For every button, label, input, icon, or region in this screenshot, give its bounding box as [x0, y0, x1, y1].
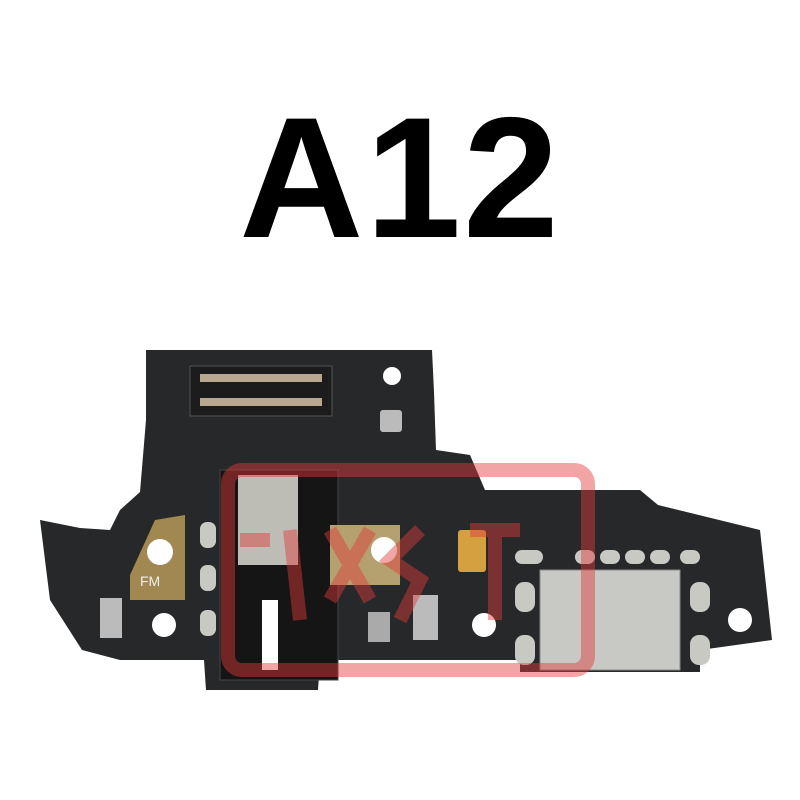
mount-hole [383, 367, 401, 385]
board-connector [189, 365, 333, 417]
solder-tabs [200, 522, 710, 665]
mount-hole [728, 608, 752, 632]
audio-jack-slot [262, 600, 278, 670]
component [100, 598, 122, 638]
component [368, 612, 390, 642]
mount-hole [371, 537, 397, 563]
mount-hole [472, 613, 496, 637]
fm-silkscreen-label: FM [140, 573, 160, 589]
antenna-connector [380, 410, 402, 432]
mount-hole [152, 613, 176, 637]
audio-jack-shield [238, 475, 298, 565]
microphone [458, 530, 486, 572]
component [413, 595, 438, 640]
watermark-logo [221, 463, 595, 677]
product-title: A12 [239, 82, 561, 274]
connector-pins [200, 374, 322, 406]
mount-hole [147, 539, 173, 565]
usb-c-port [539, 569, 681, 671]
